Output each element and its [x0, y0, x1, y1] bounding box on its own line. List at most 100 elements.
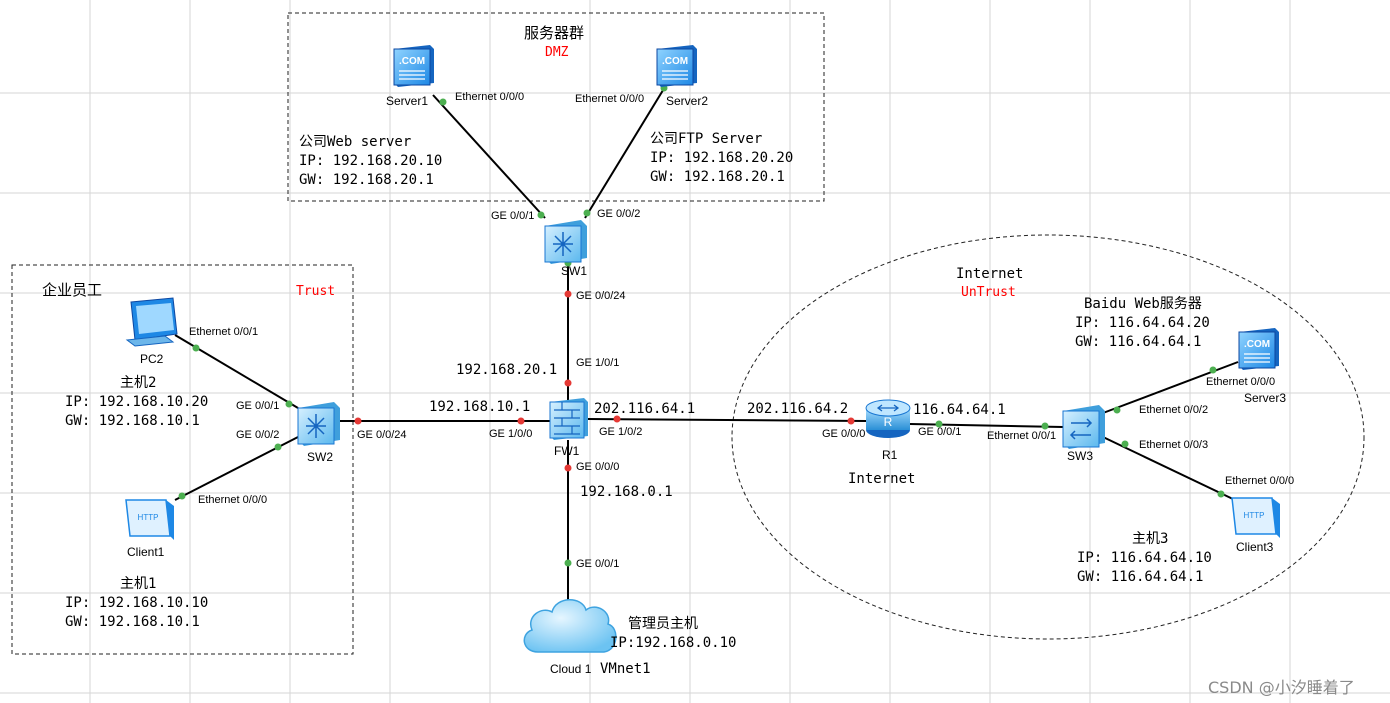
svg-text:R: R	[884, 415, 893, 429]
ftp-server-ip: IP: 192.168.20.20	[650, 150, 794, 166]
fw-trust-address: 192.168.10.1	[429, 399, 531, 415]
r1-label: R1	[882, 448, 898, 462]
server2-port-label: Ethernet 0/0/0	[575, 93, 645, 105]
host2-title: 主机2	[120, 375, 157, 391]
sw3-eth3-label: Ethernet 0/0/3	[1139, 439, 1209, 451]
cloud1-icon[interactable]	[523, 599, 617, 653]
r1-zone-label: Internet	[848, 471, 916, 487]
pc2-label: PC2	[140, 352, 164, 366]
host2-info: 主机2 IP: 192.168.10.20 GW: 192.168.10.1	[65, 374, 208, 431]
sw1-ge2-label: GE 0/0/2	[597, 208, 641, 220]
fw1-label: FW1	[554, 444, 580, 458]
ftp-server-info: 公司FTP Server IP: 192.168.20.20 GW: 192.1…	[650, 130, 793, 187]
fw-mgmt-address: 192.168.0.1	[580, 484, 673, 500]
host3-gw: GW: 116.64.64.1	[1077, 569, 1204, 585]
admin-host-ip: IP:192.168.0.10	[610, 635, 737, 651]
link-r1-sw3[interactable]	[909, 423, 1064, 428]
baidu-server-ip: IP: 116.64.64.20	[1075, 315, 1210, 331]
svg-text:.COM: .COM	[399, 56, 425, 67]
r1-ext-address: 202.116.64.2	[747, 401, 849, 417]
host3-title: 主机3	[1132, 531, 1169, 547]
untrust-zone-title: Internet	[956, 266, 1024, 282]
untrust-zone-tag: UnTrust	[961, 285, 1016, 300]
web-server-info: 公司Web server IP: 192.168.20.10 GW: 192.1…	[299, 133, 442, 190]
pc2-port-label: Ethernet 0/0/1	[189, 326, 259, 338]
server3-port-label: Ethernet 0/0/0	[1206, 376, 1276, 388]
link-fw1-r1[interactable]	[587, 418, 867, 422]
ftp-server-gw: GW: 192.168.20.1	[650, 169, 785, 185]
r1-ge000-label: GE 0/0/0	[822, 428, 866, 440]
web-server-title: 公司Web server	[299, 134, 412, 150]
link-server1-sw1[interactable]	[432, 94, 546, 219]
sw3-eth1-label: Ethernet 0/0/1	[987, 430, 1057, 442]
link-server2-sw1[interactable]	[584, 81, 669, 219]
host1-gw: GW: 192.168.10.1	[65, 614, 200, 630]
sw2-ge1-label: GE 0/0/1	[236, 400, 280, 412]
cloud-ge001-label: GE 0/0/1	[576, 558, 620, 570]
r1-ge001-label: GE 0/0/1	[918, 426, 962, 438]
web-server-ip: IP: 192.168.20.10	[299, 153, 443, 169]
server3-label: Server3	[1244, 391, 1287, 405]
fw1-ge100-label: GE 1/0/0	[489, 428, 533, 440]
host2-gw: GW: 192.168.10.1	[65, 413, 200, 429]
svg-text:HTTP: HTTP	[1244, 511, 1265, 520]
fw1-ge102-label: GE 1/0/2	[599, 426, 643, 438]
fw1-firewall-icon[interactable]	[549, 398, 588, 440]
server1-icon[interactable]: .COM	[393, 45, 434, 87]
sw2-label: SW2	[307, 450, 334, 464]
trust-zone-box	[11, 264, 354, 655]
sw3-eth2-label: Ethernet 0/0/2	[1139, 404, 1209, 416]
server2-icon[interactable]: .COM	[656, 45, 697, 87]
ftp-server-title: 公司FTP Server	[650, 131, 763, 147]
sw3-label: SW3	[1067, 449, 1094, 463]
client3-port-label: Ethernet 0/0/0	[1225, 475, 1295, 487]
server2-label: Server2	[666, 94, 709, 108]
sw1-label: SW1	[561, 264, 588, 278]
dmz-zone-tag: DMZ	[545, 45, 569, 60]
server1-label: Server1	[386, 94, 429, 108]
pc2-computer-icon[interactable]	[125, 297, 178, 347]
untrust-zone-ellipse	[731, 234, 1365, 640]
sw3-switch-icon[interactable]	[1062, 405, 1105, 449]
fw1-ge101-label: GE 1/0/1	[576, 357, 620, 369]
baidu-server-info: Baidu Web服务器 IP: 116.64.64.20 GW: 116.64…	[1075, 295, 1210, 352]
client3-icon[interactable]: HTTP	[1231, 497, 1280, 538]
dmz-zone-box	[287, 12, 825, 202]
client3-label: Client3	[1236, 540, 1274, 554]
fw-dmz-address: 192.168.20.1	[456, 362, 558, 378]
host3-ip: IP: 116.64.64.10	[1077, 550, 1212, 566]
host1-info: 主机1 IP: 192.168.10.10 GW: 192.168.10.1	[65, 575, 208, 632]
baidu-server-gw: GW: 116.64.64.1	[1075, 334, 1202, 350]
cloud1-label: Cloud 1	[550, 662, 592, 676]
watermark: CSDN @小汐睡着了	[1208, 678, 1355, 697]
trust-zone-title: 企业员工	[42, 281, 103, 299]
r1-router-icon[interactable]: R	[865, 399, 911, 438]
sw2-ge24-label: GE 0/0/24	[357, 429, 407, 441]
dmz-zone-title: 服务器群	[524, 24, 585, 42]
sw2-switch-icon[interactable]	[297, 402, 340, 446]
fw1-ge000-label: GE 0/0/0	[576, 461, 620, 473]
host1-ip: IP: 192.168.10.10	[65, 595, 209, 611]
host3-info: 主机3 IP: 116.64.64.10 GW: 116.64.64.1	[1077, 530, 1212, 587]
client1-port-label: Ethernet 0/0/0	[198, 494, 268, 506]
admin-host-info: 管理员主机 IP:192.168.0.10	[610, 615, 736, 653]
sw1-ge1-label: GE 0/0/1	[491, 210, 535, 222]
server1-port-label: Ethernet 0/0/0	[455, 91, 525, 103]
sw2-ge2-label: GE 0/0/2	[236, 429, 280, 441]
server3-icon[interactable]: .COM	[1238, 328, 1279, 370]
svg-text:.COM: .COM	[1244, 339, 1270, 350]
baidu-server-title: Baidu Web服务器	[1084, 296, 1202, 312]
host2-ip: IP: 192.168.10.20	[65, 394, 209, 410]
client1-icon[interactable]: HTTP	[125, 499, 174, 540]
client1-label: Client1	[127, 545, 165, 559]
sw1-switch-icon[interactable]	[544, 220, 587, 264]
svg-text:.COM: .COM	[662, 56, 688, 67]
sw1-ge24-label: GE 0/0/24	[576, 290, 626, 302]
admin-host-title: 管理员主机	[628, 616, 698, 632]
r1-int-address: 116.64.64.1	[913, 402, 1006, 418]
svg-text:HTTP: HTTP	[138, 513, 159, 522]
fw-untrust-address: 202.116.64.1	[594, 401, 696, 417]
vmnet-label: VMnet1	[600, 661, 651, 677]
